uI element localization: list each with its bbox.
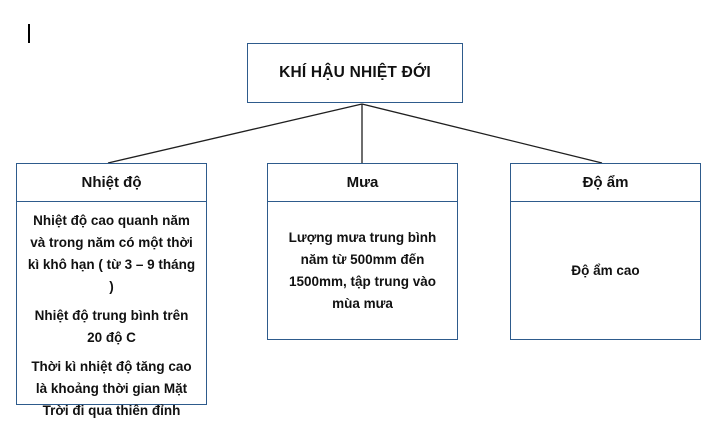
branch-node-humidity[interactable]: Độ ẩm Độ ẩm cao — [510, 163, 701, 340]
branch-humidity-body[interactable]: Độ ẩm cao — [511, 202, 700, 339]
connector-right-line[interactable] — [361, 103, 603, 164]
branch-node-rain[interactable]: Mưa Lượng mưa trung bình năm từ 500mm đế… — [267, 163, 458, 340]
temperature-paragraph-2: Nhiệt độ trung bình trên 20 độ C — [34, 308, 189, 345]
branch-rain-title: Mưa — [346, 174, 379, 191]
branch-humidity-title: Độ ẩm — [582, 174, 629, 191]
root-node-label: KHÍ HẬU NHIỆT ĐỚI — [279, 64, 431, 81]
rain-paragraph-1: Lượng mưa trung bình năm từ 500mm đến 15… — [288, 229, 437, 311]
connector-left-line[interactable] — [107, 103, 363, 164]
text-cursor — [28, 24, 30, 43]
temperature-paragraph-1: Nhiệt độ cao quanh năm và trong năm có m… — [27, 213, 196, 294]
root-node-tropical-climate[interactable]: KHÍ HẬU NHIỆT ĐỚI — [247, 43, 463, 103]
branch-node-temperature[interactable]: Nhiệt độ Nhiệt độ cao quanh năm và trong… — [16, 163, 207, 418]
branch-rain-header[interactable]: Mưa — [268, 164, 457, 202]
branch-temperature-title: Nhiệt độ — [81, 174, 142, 191]
temperature-paragraph-3: Thời kì nhiệt độ tăng cao là khoảng thời… — [31, 359, 192, 418]
branch-rain-body[interactable]: Lượng mưa trung bình năm từ 500mm đến 15… — [268, 202, 457, 339]
humidity-paragraph-1: Độ ẩm cao — [571, 262, 640, 278]
branch-temperature-header[interactable]: Nhiệt độ — [17, 164, 206, 202]
branch-humidity-header[interactable]: Độ ẩm — [511, 164, 700, 202]
branch-temperature-body[interactable]: Nhiệt độ cao quanh năm và trong năm có m… — [17, 202, 206, 428]
